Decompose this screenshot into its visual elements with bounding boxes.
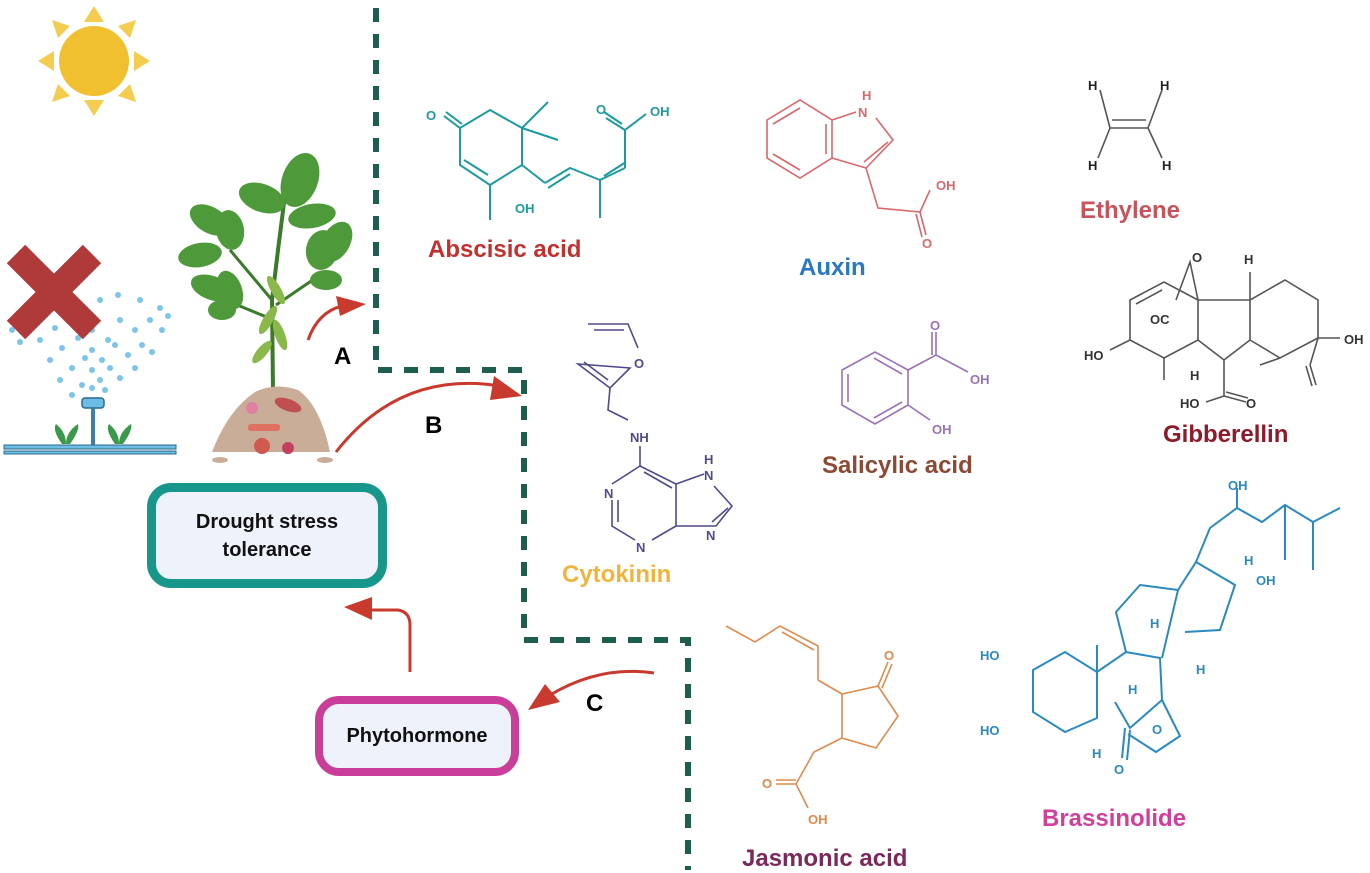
atom-label: H [1196,662,1205,677]
atom-label: O [884,648,894,663]
atom-label: O [634,356,644,371]
auxin-label: Auxin [799,254,866,281]
tolerance-line-2: tolerance [222,538,312,561]
atom-label: H [1160,78,1169,93]
abscisic-acid-structure [443,101,647,220]
atom-label: H [1162,158,1171,173]
step-c-label: C [586,690,604,717]
cytokinin-label: Cytokinin [562,561,672,588]
atom-label: N [604,486,613,501]
atom-label: NH [630,430,649,445]
arrow-c [528,669,655,710]
atom-label: OH [515,201,535,216]
atom-label: H [1088,78,1097,93]
atom-label: OH [808,812,828,827]
gibberellin-structure [1109,259,1340,403]
gibberellin-label: Gibberellin [1163,421,1289,448]
atom-label: O [762,776,772,791]
cytokinin-structure [575,323,734,541]
plant-icon [178,152,353,391]
atom-label: O [1152,722,1162,737]
atom-label: H [1190,368,1199,383]
atom-label: O [1114,762,1124,777]
atom-label: H [704,452,713,467]
brassinolide-structure [1032,488,1341,761]
atom-label: HO [1180,396,1200,411]
atom-label: O [426,108,436,123]
sprinkler-icon [3,397,177,455]
atom-label: OH [936,178,956,193]
atom-label: HO [980,648,1000,663]
drought-stress-tolerance-box: Drought stress tolerance [147,483,387,588]
no-water-cross-icon [6,244,102,340]
abscisic-acid-label: Abscisic acid [428,236,582,263]
atom-label: OH [1256,573,1276,588]
salicylic-acid-structure [841,332,969,425]
atom-label: OH [932,422,952,437]
atom-label: N [858,105,867,120]
atom-label: H [1244,252,1253,267]
ethylene-label: Ethylene [1080,197,1181,224]
atom-label: O [1246,396,1256,411]
atom-label: HO [980,723,1000,738]
atom-label: H [1088,158,1097,173]
atom-label: H [1150,616,1159,631]
brassinolide-label: Brassinolide [1042,805,1187,832]
arrow-a [306,296,366,341]
atom-label: N [706,528,715,543]
atom-label: OH [650,104,670,119]
atom-label: OH [1344,332,1364,347]
atom-label: N [636,540,645,555]
ethylene-structure [1097,89,1163,159]
arrow-b [334,376,522,453]
sun-icon [38,6,150,116]
atom-label: N [704,468,713,483]
atom-label: H [1128,682,1137,697]
step-a-label: A [334,343,352,370]
auxin-structure [766,99,931,238]
atom-label: OH [1228,478,1248,493]
tolerance-line-1: Drought stress [195,510,339,533]
atom-label: OH [970,372,990,387]
atom-label: O [1192,250,1202,265]
atom-label: H [1244,553,1253,568]
atom-label: O [596,102,606,117]
atom-label: H [1092,746,1101,761]
atom-label: O [922,236,932,251]
atom-label: HO [1084,348,1104,363]
soil-microbes-icon [212,386,333,463]
jasmonic-acid-structure [725,625,899,809]
phytohormone-box: Phytohormone [315,696,519,776]
salicylic-acid-label: Salicylic acid [822,452,973,479]
water-spray-icon [9,292,171,398]
atom-label: H [862,88,871,103]
atom-label: OC [1150,312,1170,327]
jasmonic-acid-label: Jasmonic acid [742,845,908,872]
atom-label: O [930,318,940,333]
phytohormone-label: Phytohormone [346,725,488,747]
step-b-label: B [425,412,443,439]
arrow-to-tolerance [344,597,412,672]
